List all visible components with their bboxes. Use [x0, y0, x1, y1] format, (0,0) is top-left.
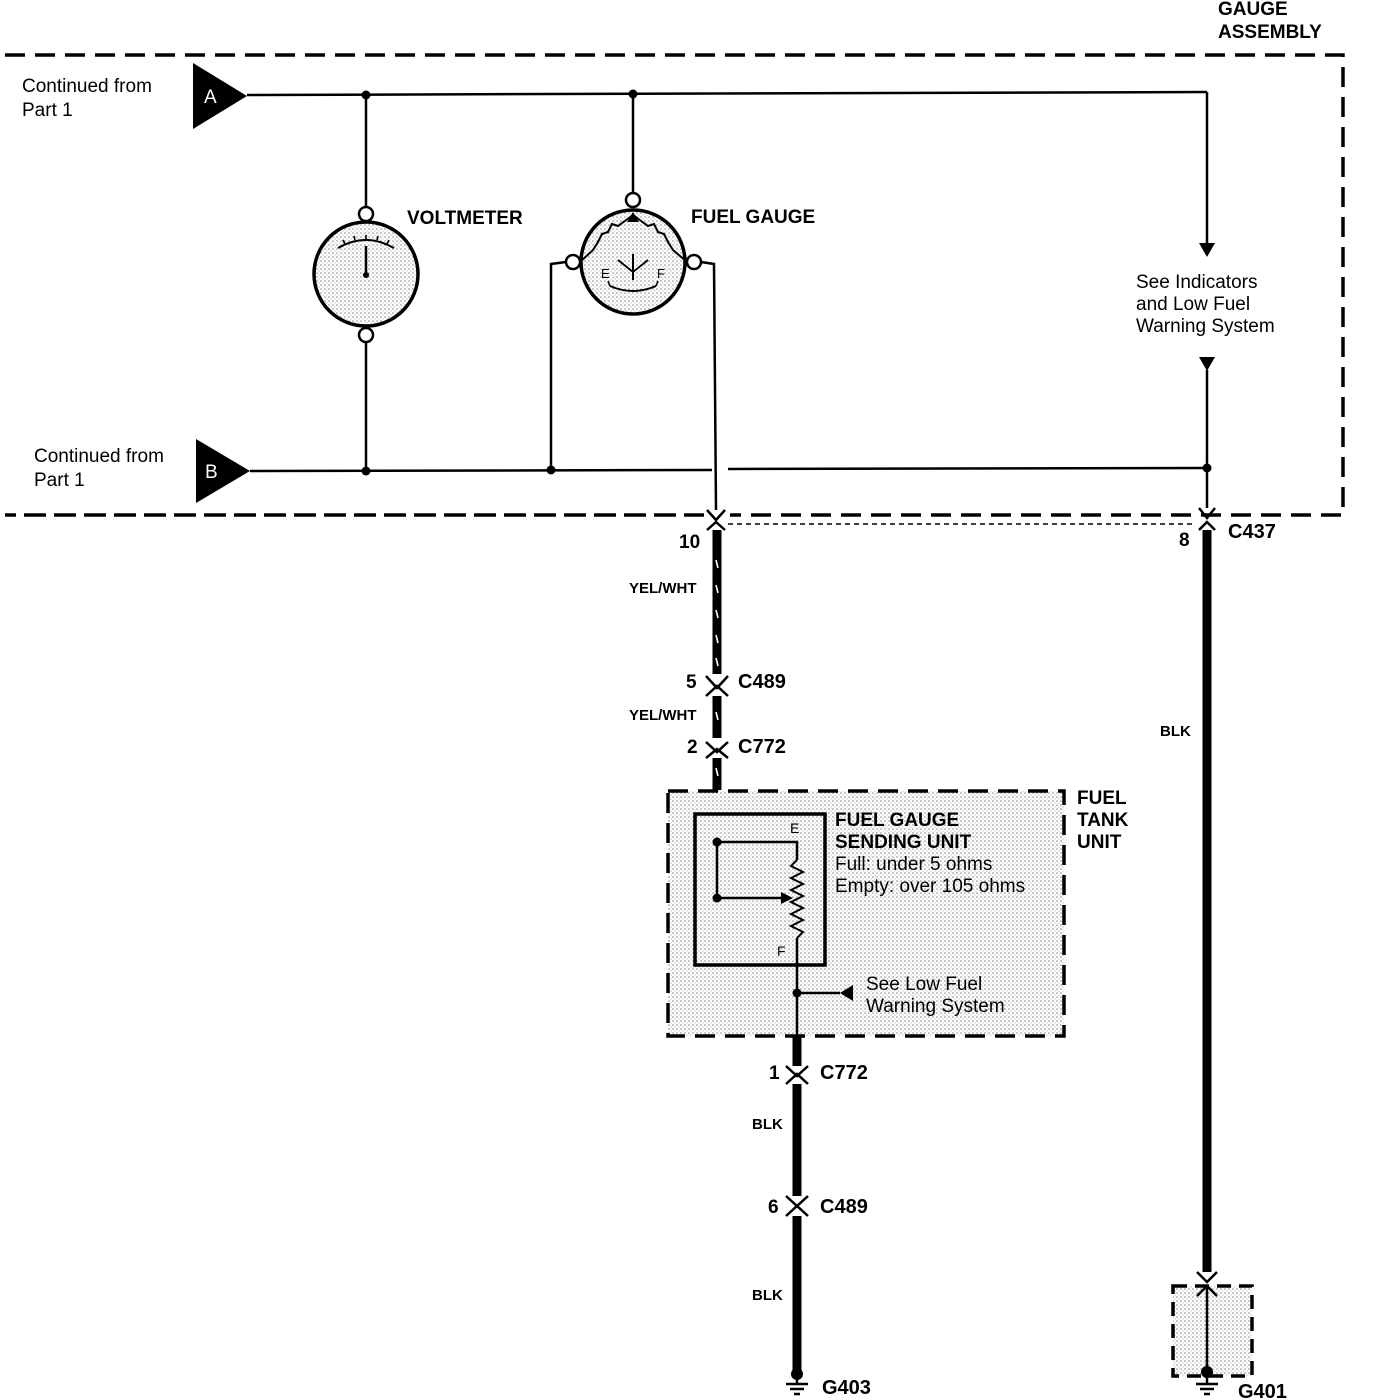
- fuel-tank-title-2: TANK: [1077, 810, 1129, 831]
- indicator-arrow-up: [1199, 357, 1215, 371]
- connector-c437-pin8: 8 C437: [1179, 507, 1276, 551]
- input-a-letter: A: [204, 87, 217, 108]
- connector-c437: C437: [1228, 521, 1276, 543]
- gauge-assembly-title: GAUGE: [1218, 0, 1288, 20]
- wire-color-blk-2: BLK: [752, 1287, 783, 1304]
- input-b-text-2: Part 1: [34, 470, 85, 491]
- ground-wire-g401: BLK G401: [1160, 530, 1287, 1400]
- connector-c437-pin10: 10: [679, 509, 1196, 553]
- connector-c489-2: C489: [820, 1196, 868, 1218]
- sending-f-mark: F: [777, 943, 786, 959]
- voltmeter-terminal: [357, 205, 375, 223]
- sending-full-spec: Full: under 5 ohms: [835, 854, 992, 875]
- wire-color-blk-3: BLK: [1160, 723, 1191, 740]
- fuel-tank-unit: FUEL TANK UNIT E F FUEL GAUGE SENDING UN…: [666, 788, 1129, 1040]
- wire-color-blk: BLK: [752, 1116, 783, 1133]
- sending-unit-title-2: SENDING UNIT: [835, 832, 972, 853]
- sending-empty-spec: Empty: over 105 ohms: [835, 876, 1025, 897]
- voltmeter-scale: [337, 239, 395, 249]
- pin-5: 5: [686, 672, 697, 693]
- ground-g401: G401: [1238, 1381, 1287, 1400]
- connector-c489: C489: [738, 671, 786, 693]
- fuel-gauge-label: FUEL GAUGE: [691, 207, 815, 228]
- voltmeter: VOLTMETER: [312, 95, 523, 471]
- wiper-arrow: [781, 892, 793, 904]
- ground-symbol-icon: [786, 1374, 808, 1396]
- indicator-ref-2: and Low Fuel: [1136, 294, 1250, 315]
- g401-box: [1171, 1284, 1254, 1378]
- fuel-gauge-terminal: [624, 191, 642, 209]
- input-a: A Continued from Part 1: [22, 63, 247, 129]
- fuel-tank-title: FUEL: [1077, 788, 1127, 809]
- gauge-assembly: GAUGE ASSEMBLY: [5, 0, 1345, 517]
- sending-unit-title: FUEL GAUGE: [835, 810, 959, 831]
- voltmeter-label: VOLTMETER: [407, 208, 523, 229]
- low-fuel-ref-2: Warning System: [866, 996, 1005, 1017]
- indicator-ref: See Indicators: [1136, 272, 1257, 293]
- fuel-gauge-f-mark: F: [657, 266, 665, 281]
- ground-symbol-icon: [1196, 1374, 1218, 1396]
- pin-6: 6: [768, 1197, 779, 1218]
- indicator-arrow-down: [1199, 243, 1215, 257]
- bus-a: [246, 90, 1209, 244]
- sending-unit-box: [693, 812, 827, 967]
- connector-c772-2: C772: [820, 1062, 868, 1084]
- connector-c772: C772: [738, 736, 786, 758]
- input-b-text: Continued from: [34, 446, 164, 467]
- junction-dot: [1202, 463, 1212, 473]
- rheostat-resistor: [788, 859, 806, 939]
- fuel-gauge-terminal: [685, 253, 703, 271]
- fuel-gauge: E F FUEL GAUGE: [549, 94, 815, 511]
- indicator-ref-3: Warning System: [1136, 316, 1275, 337]
- input-a-text: Continued from: [22, 76, 152, 97]
- ground-g403: G403: [822, 1377, 871, 1399]
- bus-b: [249, 370, 1209, 508]
- voltmeter-terminal: [357, 326, 375, 344]
- pin-1: 1: [769, 1063, 780, 1084]
- pin-2: 2: [687, 737, 698, 758]
- low-fuel-ref: See Low Fuel: [866, 974, 982, 995]
- fuel-gauge-e-mark: E: [601, 266, 610, 281]
- ground-wire-g403: 1 C772 BLK 6 C489 BLK G403: [752, 1036, 871, 1399]
- wire-color-yel-wht: YEL/WHT: [629, 580, 697, 597]
- gauge-assembly-title-2: ASSEMBLY: [1218, 22, 1322, 43]
- low-fuel-arrow: [840, 985, 853, 1001]
- input-a-arrow: [193, 63, 247, 129]
- pin-10: 10: [679, 532, 700, 553]
- input-b-arrow: [196, 439, 250, 503]
- input-b-letter: B: [205, 462, 218, 483]
- fuel-gauge-terminal: [564, 253, 582, 271]
- yel-wht-wire: YEL/WHT 5 C489 YEL/WHT 2 C772: [629, 530, 786, 842]
- input-a-text-2: Part 1: [22, 100, 73, 121]
- sending-e-mark: E: [790, 820, 799, 836]
- wire-color-yel-wht-2: YEL/WHT: [629, 707, 697, 724]
- pin-8: 8: [1179, 530, 1190, 551]
- gauge-assembly-border: [5, 53, 1345, 517]
- input-b: B Continued from Part 1: [34, 439, 250, 503]
- fuel-tank-title-3: UNIT: [1077, 832, 1122, 853]
